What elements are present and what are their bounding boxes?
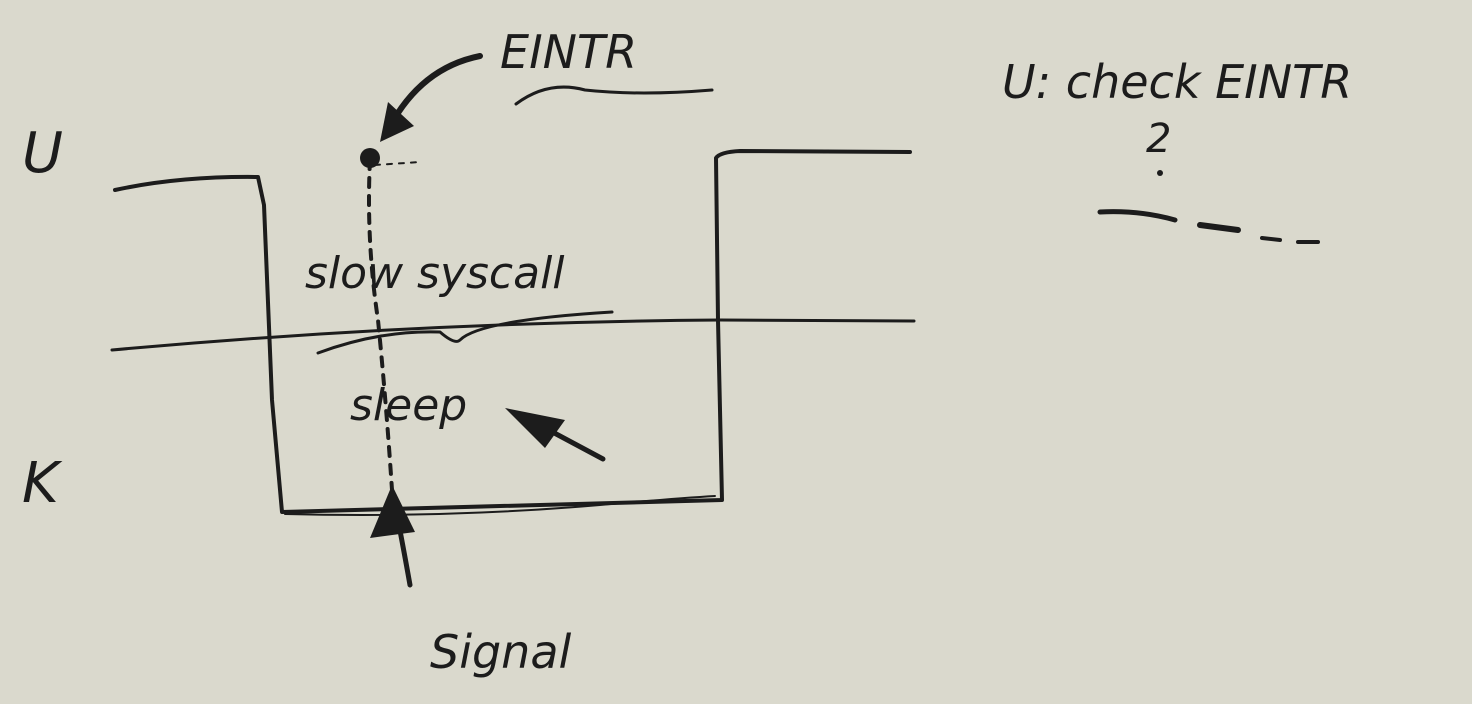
interrupt-point-dot [360,148,380,168]
return-dotted-trace [374,161,421,166]
retry-dash-line [1097,209,1178,223]
step-dot [1157,170,1163,176]
signal-arrow-head [370,485,415,538]
syscall-brace [316,310,614,355]
execution-path-line [113,149,912,514]
retry-dash-2 [1197,222,1241,233]
retry-dash-3 [1260,236,1282,242]
kernel-floor-trace [284,495,716,516]
kernel-space-label: K [22,451,63,516]
sleep-arrow-head [505,408,565,448]
step-number: 2 [1146,116,1171,162]
syscall-label: slow syscall [305,248,565,299]
user-kernel-boundary-line [110,318,916,352]
error-return-label: EINTR [500,25,637,79]
signal-label: Signal [430,625,572,679]
signal-dotted-trace [367,158,394,492]
user-space-label: U [22,121,63,186]
sleep-label: sleep [350,380,467,431]
user-check-label: U: check EINTR [1002,55,1352,109]
error-underline [514,85,714,106]
error-return-arrow-head [380,102,414,142]
